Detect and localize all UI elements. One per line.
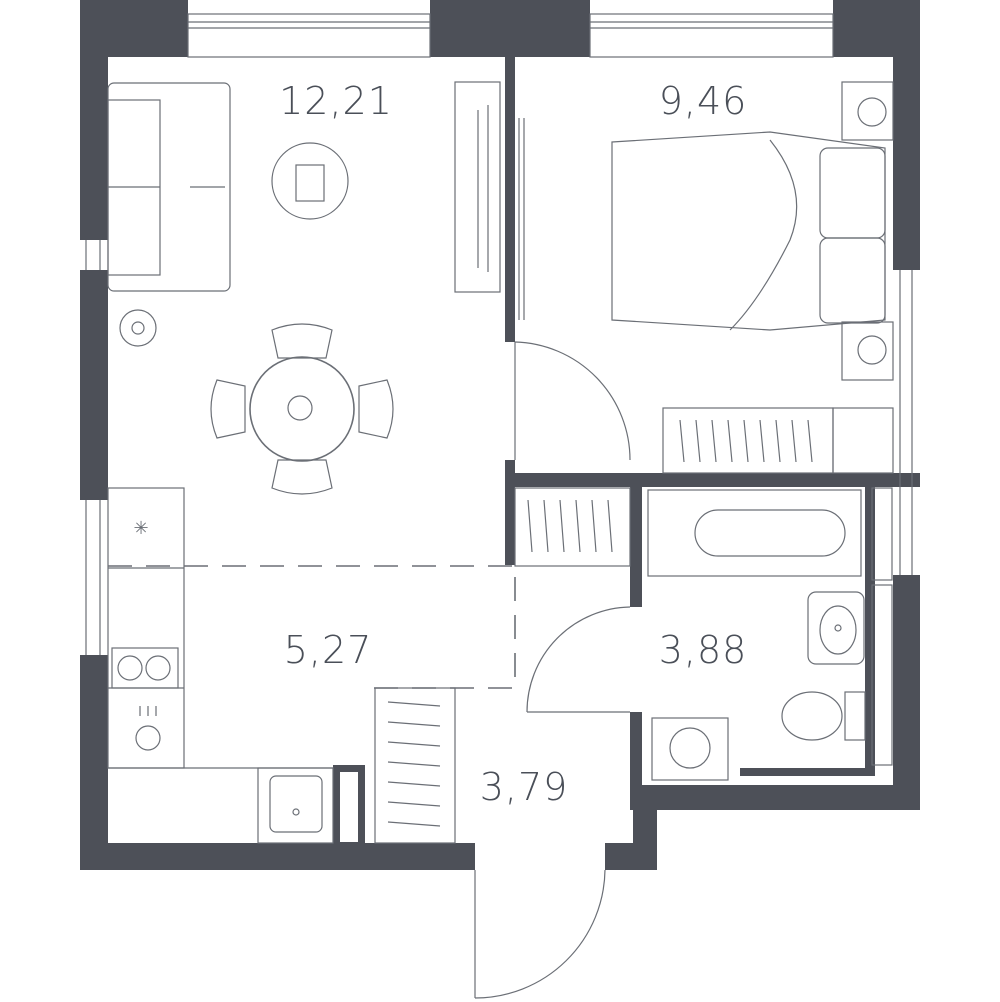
bedside-table-bottom [841, 321, 894, 381]
bathtub [647, 489, 862, 577]
hallway-wardrobe-top [514, 487, 631, 567]
hallway-area: 3,79 [480, 765, 569, 809]
floor-lamp [119, 309, 157, 347]
kitchen-sink [257, 767, 334, 844]
bedroom-door [514, 341, 631, 461]
bathroom-sink [807, 591, 865, 665]
svg-text:✳: ✳ [133, 518, 148, 539]
toilet [781, 691, 866, 741]
kitchen-sink-tap [135, 706, 161, 751]
zone-divider [108, 565, 516, 689]
bathroom-shelves [871, 487, 893, 766]
sofa [107, 82, 231, 292]
walls [80, 0, 920, 870]
stove [111, 647, 179, 689]
windows [85, 13, 913, 655]
tv-stand [454, 81, 501, 293]
hallway-wardrobe [374, 687, 456, 844]
washing-machine [651, 717, 729, 781]
living-room-area: 12,21 [279, 79, 393, 123]
bedroom-area: 9,46 [659, 79, 748, 123]
bed [611, 131, 886, 331]
coffee-table [271, 142, 349, 220]
bedroom-closet-door-rail [518, 118, 525, 320]
bedroom-wardrobe [662, 407, 894, 474]
bedside-table-top [841, 81, 894, 141]
kitchen-area: 5,27 [284, 628, 373, 672]
dining-table [210, 323, 394, 495]
bathroom-area: 3,88 [659, 628, 748, 672]
bathroom-door [526, 606, 631, 713]
entrance-door [474, 869, 606, 999]
